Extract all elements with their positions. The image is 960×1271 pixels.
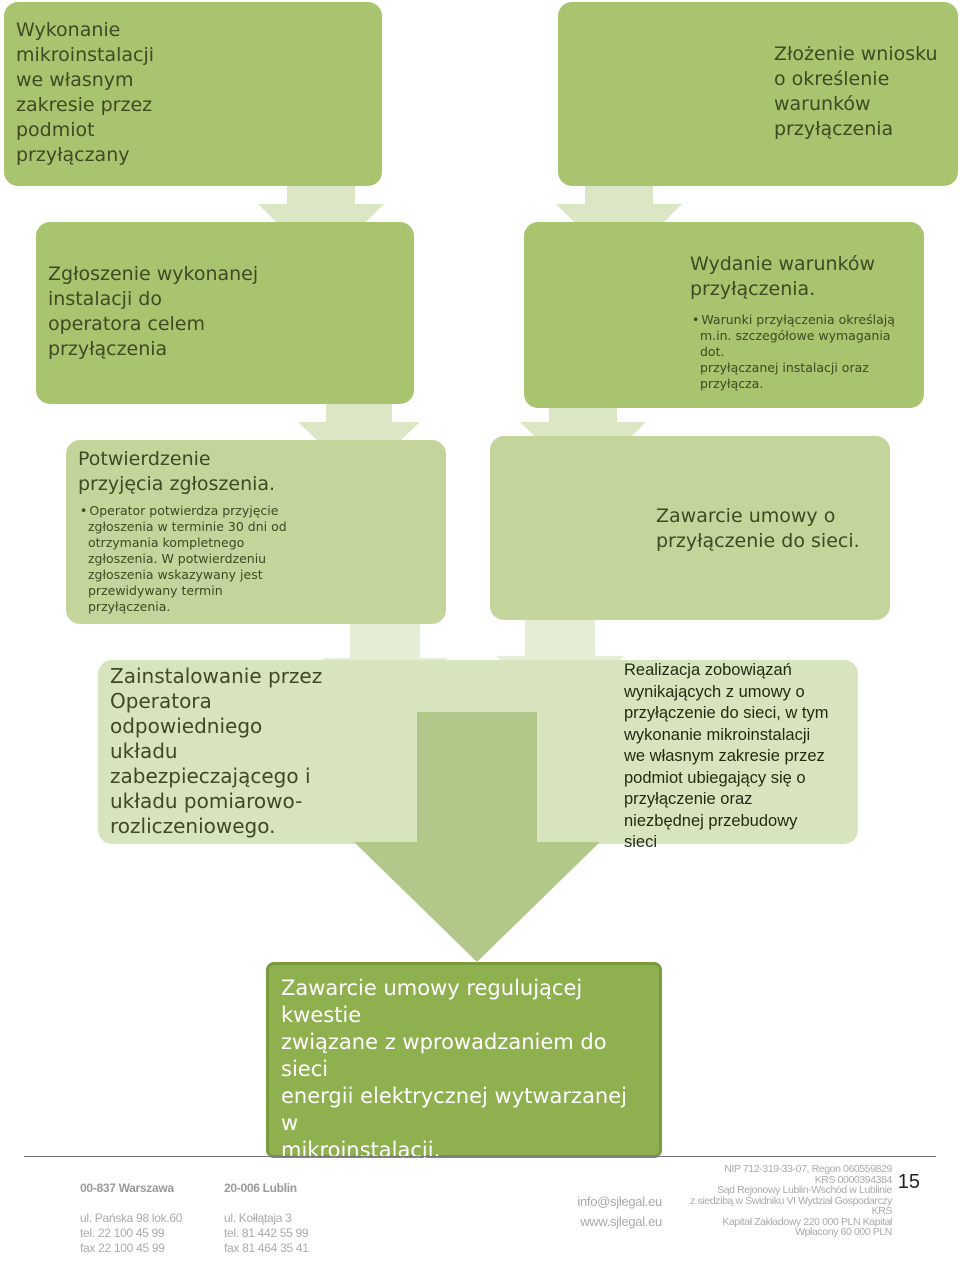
step-box-1: Wykonanie mikroinstalacji we własnym zak… [4, 2, 382, 186]
step-box-3: Zgłoszenie wykonanej instalacji do opera… [36, 222, 414, 404]
footer-contact: info@sjlegal.eu www.sjlegal.eu [577, 1194, 662, 1229]
step-3-text: Zgłoszenie wykonanej instalacji do opera… [48, 263, 259, 360]
step-5-title: Potwierdzenie przyjęcia zgłoszenia. [78, 448, 276, 495]
step-4-bullet: Warunki przyłączenia określają m.in. szc… [690, 312, 910, 392]
step-box-2: Złożenie wniosku o określenie warunków p… [558, 2, 958, 186]
page-number: 15 [897, 1171, 920, 1193]
step-1-text: Wykonanie mikroinstalacji we własnym zak… [16, 19, 155, 166]
footer-lublin-city: 20-006 Lublin [224, 1181, 297, 1195]
footer-lublin-address: 20-006 Lublin ul. Kołłątaja 3 tel. 81 44… [224, 1166, 309, 1271]
footer-lublin-lines: ul. Kołłątaja 3 tel. 81 442 55 99 fax 81… [224, 1211, 309, 1255]
step-box-4: Wydanie warunków przyłączenia. Warunki p… [524, 222, 924, 408]
step-5-bullet: Operator potwierdza przyjęcie zgłoszenia… [78, 503, 434, 615]
step-6-text: Zawarcie umowy o przyłączenie do sieci. [656, 505, 860, 552]
step-7-text: Zainstalowanie przez Operatora odpowiedn… [110, 664, 323, 838]
footer-warsaw-city: 00-837 Warszawa [80, 1181, 174, 1195]
step-box-5: Potwierdzenie przyjęcia zgłoszenia. Oper… [66, 440, 446, 624]
footer-registry: NIP 712-319-33-07, Regon 060559829 KRS 0… [690, 1163, 892, 1238]
step-box-7: Zainstalowanie przez Operatora odpowiedn… [98, 660, 478, 844]
step-4-title: Wydanie warunków przyłączenia. [690, 253, 876, 300]
arrow-to-final [354, 712, 600, 962]
final-box: Zawarcie umowy regulującej kwestie związ… [266, 962, 662, 1222]
final-title: Zawarcie umowy regulującej kwestie związ… [281, 976, 627, 1162]
step-8-text: Realizacja zobowiązań wynikających z umo… [624, 661, 829, 851]
step-box-6: Zawarcie umowy o przyłączenie do sieci. [490, 436, 890, 620]
final-bullet: Przyłączenie. [281, 1186, 647, 1222]
step-2-text: Złożenie wniosku o określenie warunków p… [774, 43, 938, 140]
footer-divider [24, 1156, 936, 1157]
footer-warsaw-lines: ul. Pańska 98 lok.60 tel. 22 100 45 99 f… [80, 1211, 183, 1255]
footer-warsaw-address: 00-837 Warszawa ul. Pańska 98 lok.60 tel… [80, 1166, 182, 1271]
